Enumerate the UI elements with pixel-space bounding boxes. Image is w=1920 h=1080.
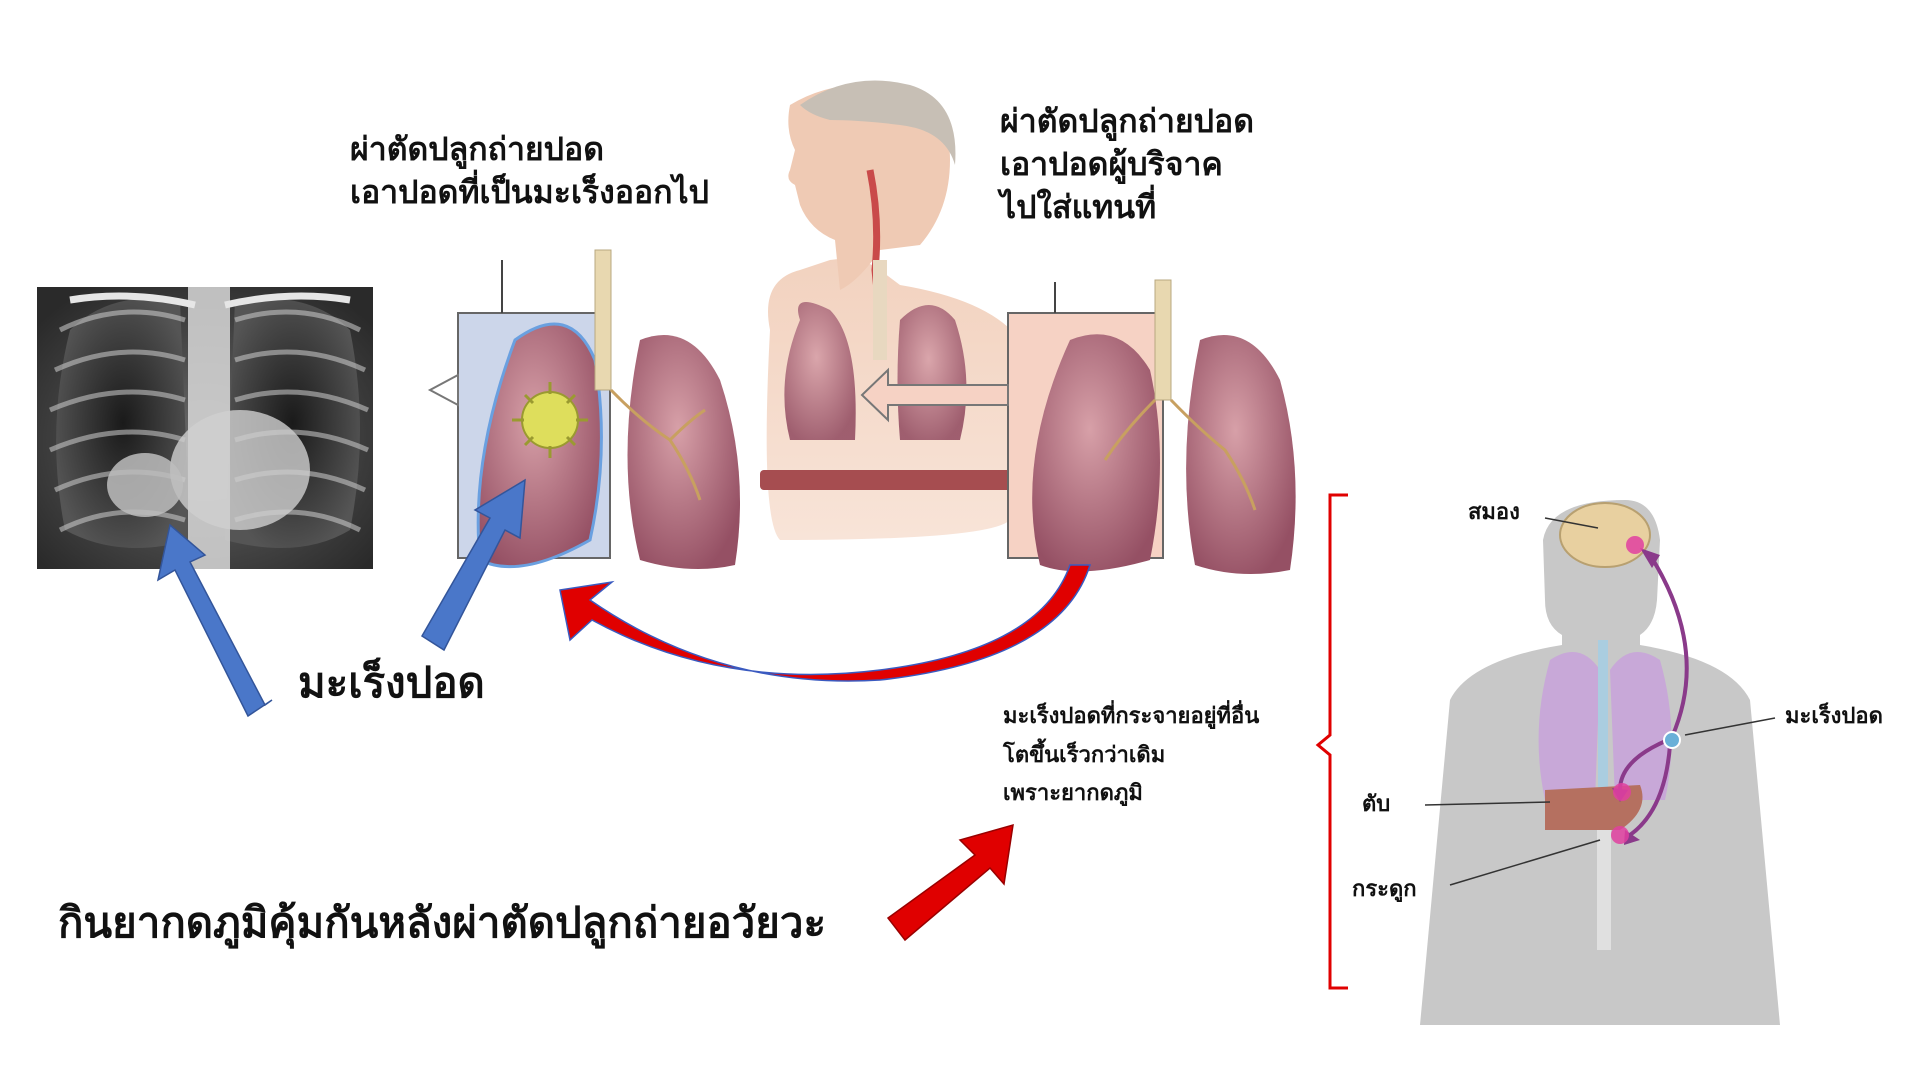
spread-label: มะเร็งปอดที่กระจายอยู่ที่อื่น โตขึ้นเร็ว… [1003,698,1259,814]
insertion-arrow [860,367,1009,423]
red-arrow-drug [886,823,1014,942]
transplant-curved-arrow [559,564,1092,682]
blue-arrow-xray [156,523,273,718]
removal-line-1: ผ่าตัดปลูกถ่ายปอด [350,130,604,168]
spread-line-2: โตขึ้นเร็วกว่าเดิม [1003,742,1166,768]
liver-label: ตับ [1362,792,1391,817]
body-lung-cancer-label: มะเร็งปอด [1785,704,1883,729]
spread-line-1: มะเร็งปอดที่กระจายอยู่ที่อื่น [1003,704,1260,729]
bone-label: กระดูก [1352,877,1417,902]
removal-arrow [427,373,459,407]
brain-label: สมอง [1468,500,1520,525]
bottom-caption: กินยากดภูมิคุ้มกันหลังผ่าตัดปลูกถ่ายอวัย… [58,898,827,947]
donor-line-2: เอาปอดผู้บริจาค [1000,145,1223,184]
spread-line-3: เพราะยากดภูมิ [1003,781,1143,806]
blue-arrow-lung [420,478,526,652]
removal-label: ผ่าตัดปลูกถ่ายปอด เอาปอดที่เป็นมะเร็งออก… [350,128,709,214]
lung-cancer-label: มะเร็งปอด [298,658,485,707]
donor-label: ผ่าตัดปลูกถ่ายปอด เอาปอดผู้บริจาค ไปใส่แ… [1000,100,1254,230]
red-bracket [1315,493,1348,990]
donor-line-1: ผ่าตัดปลูกถ่ายปอด [1000,102,1254,140]
removal-line-2: เอาปอดที่เป็นมะเร็งออกไป [350,173,709,212]
donor-line-3: ไปใส่แทนที่ [1000,188,1157,227]
tumor [512,382,588,458]
